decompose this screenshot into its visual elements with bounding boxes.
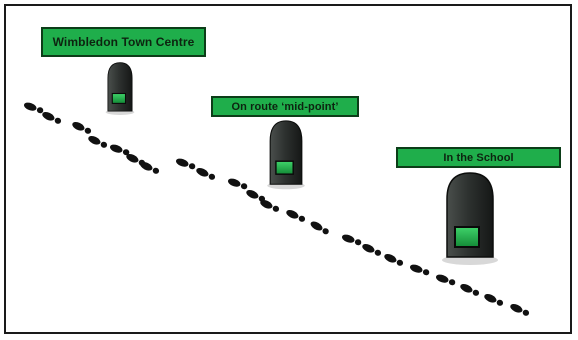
footprint-icon [86,134,109,150]
footprint-icon [360,242,383,258]
footprint-icon [258,198,281,214]
footprint-icon [40,110,63,126]
footprint-icon [408,263,431,277]
footprint-icon [482,292,505,308]
footprint-icon [108,143,131,157]
footprint-icon [226,177,249,191]
footprint-icon [70,120,93,136]
footprint-icon [22,101,45,115]
device-school-icon [442,172,498,265]
footprint-icon [284,208,307,224]
footprint-icon [382,252,405,268]
footprint-icon [508,302,531,318]
footprint-icon [194,166,217,182]
footprint-icon [340,233,363,247]
footprint-icon [174,157,197,171]
footprint-icon [434,273,457,287]
device-mid-point-icon [267,120,305,190]
footprint-icon [458,282,481,298]
label-school: In the School [396,147,561,168]
label-town-centre: Wimbledon Town Centre [41,27,206,57]
label-mid-point: On route ‘mid-point’ [211,96,359,117]
footprint-icon [309,219,331,236]
footprint-icon [138,160,161,176]
device-town-centre-icon [105,62,135,115]
